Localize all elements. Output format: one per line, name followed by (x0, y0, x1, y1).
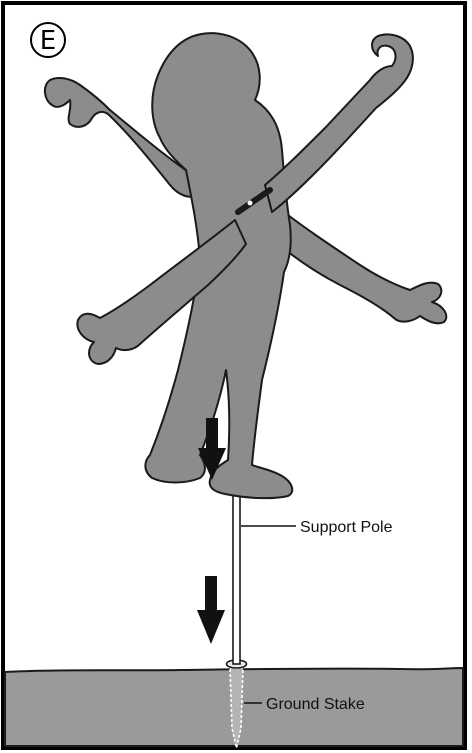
pivot-pin (248, 201, 253, 206)
support-pole-label: Support Pole (300, 519, 393, 536)
ground-stake-label: Ground Stake (266, 696, 365, 713)
panel-letter: E (40, 26, 56, 56)
